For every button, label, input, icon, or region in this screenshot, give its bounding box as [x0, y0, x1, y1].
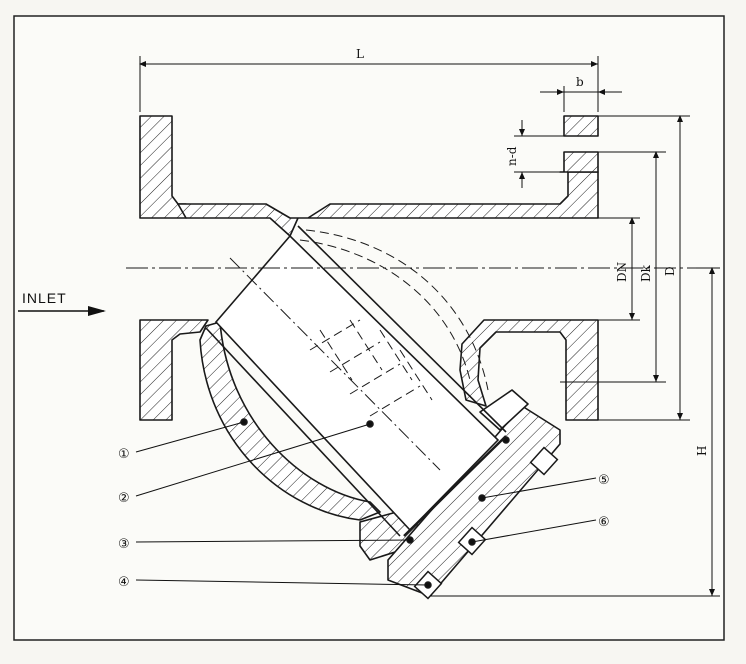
callout-3: ③: [118, 537, 130, 552]
left-flange-lower: [139, 319, 209, 421]
inlet-label: INLET: [22, 290, 67, 306]
cover-boss-upper: [479, 389, 529, 431]
dimension-labels: L b n-d DN Dk D H: [356, 47, 709, 456]
inlet-indicator: INLET: [18, 290, 106, 316]
inlet-arrow-head: [88, 306, 106, 316]
valve-body: [139, 115, 599, 597]
right-flange-lower: [459, 319, 599, 421]
callout-4: ④: [118, 575, 130, 590]
dim-D: D: [663, 266, 677, 276]
dim-n-d: n-d: [505, 146, 519, 166]
dim-L: L: [356, 47, 364, 61]
callout-6: ⑥: [598, 515, 610, 530]
dim-Dk: Dk: [639, 264, 653, 282]
cover-bolts: [406, 436, 559, 600]
dim-DN: DN: [615, 262, 629, 282]
dim-b: b: [576, 75, 584, 89]
callout-1: ①: [118, 447, 130, 462]
part-callouts: [135, 421, 597, 586]
dimension-lines: [139, 56, 720, 597]
callout-5: ⑤: [598, 473, 610, 488]
dim-H: H: [695, 446, 709, 456]
strainer-screen: [205, 225, 507, 537]
right-flange-mid: [559, 151, 599, 173]
callout-2: ②: [118, 491, 130, 506]
right-flange-upper: [563, 115, 599, 137]
callout-markers: ① ② ③ ④ ⑤ ⑥: [118, 447, 610, 590]
